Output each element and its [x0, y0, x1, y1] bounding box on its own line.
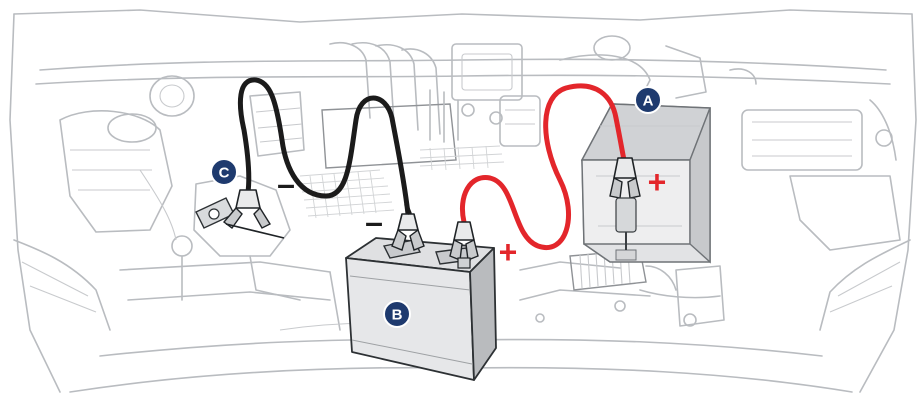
badge-c-label: C	[219, 165, 230, 182]
jumper-clamp-icon	[391, 203, 425, 251]
badge-b: B	[383, 300, 411, 328]
jumper-clamp-icon	[609, 157, 641, 250]
booster-battery-icon	[345, 237, 497, 381]
plus-sign-b: +	[499, 234, 518, 270]
minus-sign-c: –	[277, 166, 295, 202]
jumper-clamp-icon	[222, 189, 285, 239]
badge-b-label: B	[392, 307, 403, 324]
badge-c: C	[210, 158, 238, 186]
car-battery-icon	[580, 103, 712, 264]
negative-jumper-cable	[237, 77, 411, 217]
positive-jumper-cable	[460, 83, 627, 251]
badge-a-label: A	[643, 93, 654, 110]
jumper-clamp-icon	[449, 221, 479, 269]
badge-a: A	[634, 86, 662, 114]
minus-sign-b: –	[365, 204, 383, 240]
plus-sign-a: +	[648, 164, 667, 200]
